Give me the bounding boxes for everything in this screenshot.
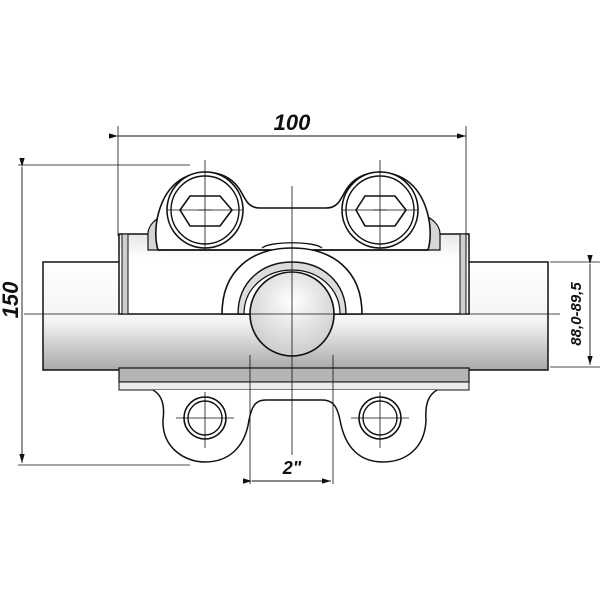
hex-head-icon [355,195,407,227]
hex-head-icon [179,195,234,227]
dim-pipe-od-label: 88,0-89,5 [568,282,585,346]
dimension-pipe-od: 88,0-89,5 [550,255,600,368]
dimension-height: 150 [0,158,190,466]
dimension-outlet: 2" [243,355,334,484]
lower-clamp-band [118,367,470,391]
center-lines [24,160,560,455]
dim-outlet-label: 2" [282,458,302,478]
dim-width-label: 100 [274,110,311,135]
dim-height-label: 150 [0,281,23,318]
dimension-width: 100 [109,110,467,236]
